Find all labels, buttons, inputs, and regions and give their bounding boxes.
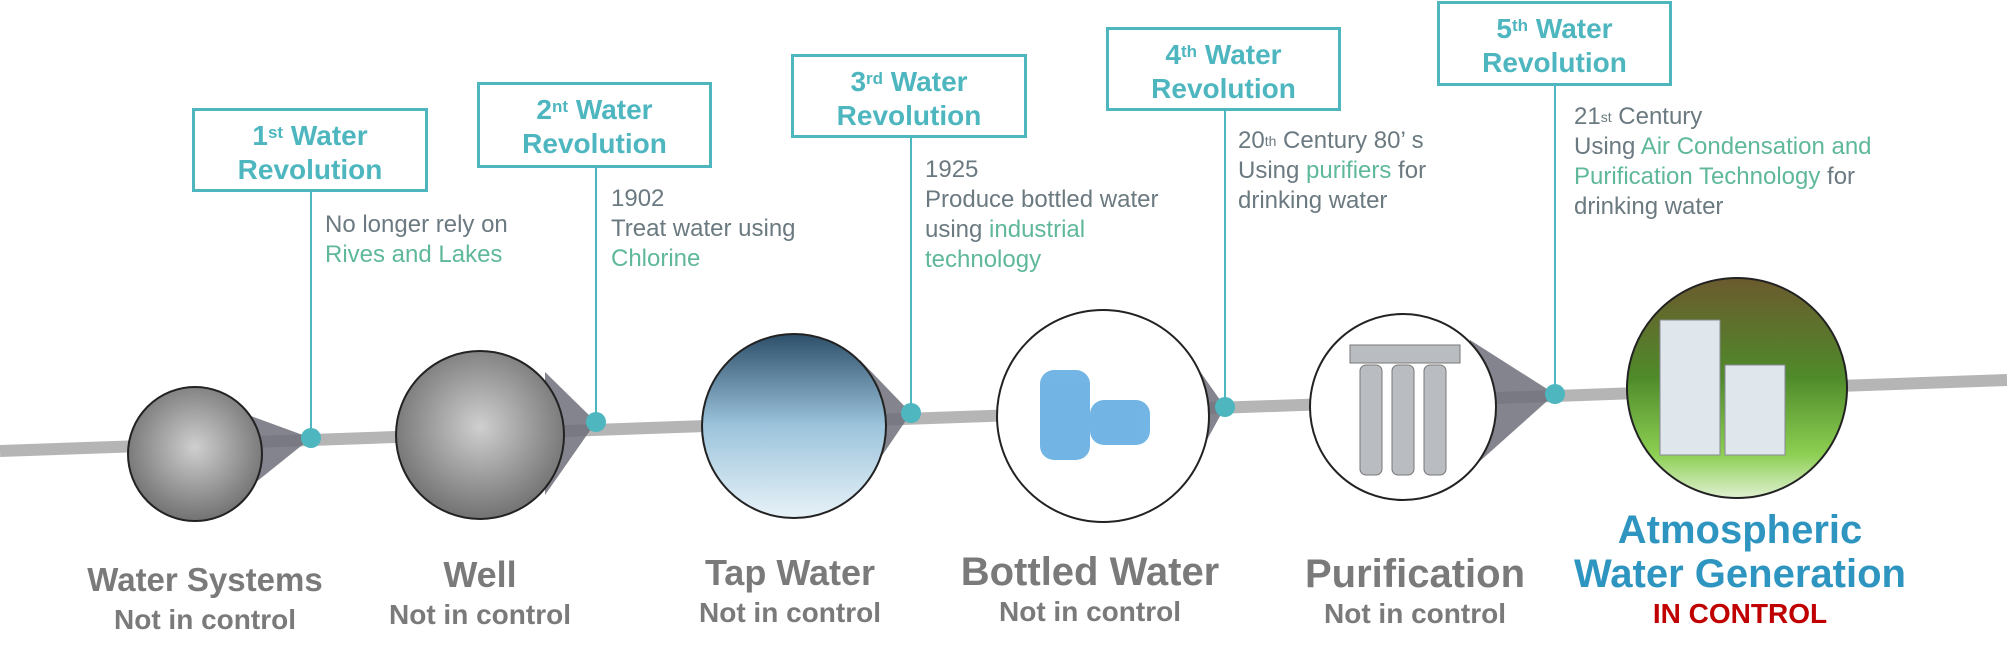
timeline-dot xyxy=(586,412,606,432)
water-systems-image xyxy=(127,386,263,522)
timeline-dot xyxy=(901,403,921,423)
timeline-dot xyxy=(1545,384,1565,404)
well-image xyxy=(395,350,565,520)
timeline-dot xyxy=(1215,397,1235,417)
timeline-dot xyxy=(301,428,321,448)
tap-water-image xyxy=(701,333,887,519)
